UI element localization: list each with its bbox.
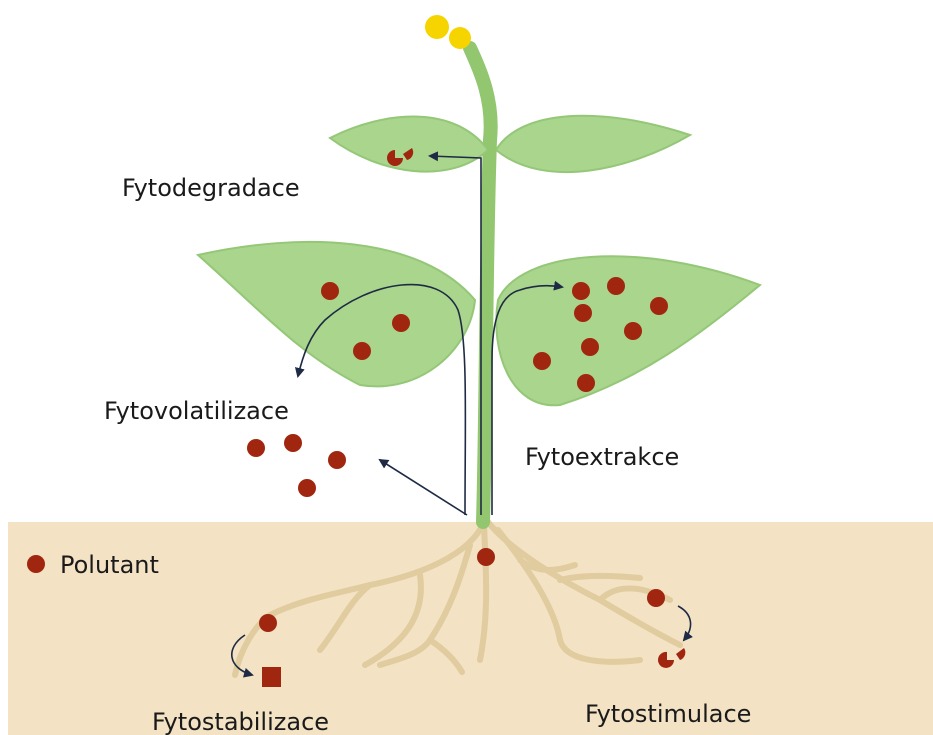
legend-pollutant-label: Polutant xyxy=(60,551,159,579)
label-phytovolatilization: Fytovolatilizace xyxy=(104,397,289,425)
legend-pollutant-marker xyxy=(27,555,45,573)
leaf-upper-right xyxy=(496,116,690,172)
label-phytostimulation: Fytostimulace xyxy=(585,700,751,728)
label-phytoextraction: Fytoextrakce xyxy=(525,443,679,471)
leaf-upper-left xyxy=(330,117,488,172)
leaf-middle-left xyxy=(198,242,475,386)
label-phytodegradation: Fytodegradace xyxy=(122,174,300,202)
label-phytostabilization: Fytostabilizace xyxy=(152,708,329,735)
stabilized-pollutant-square xyxy=(262,667,281,687)
flower-buds xyxy=(425,15,471,49)
